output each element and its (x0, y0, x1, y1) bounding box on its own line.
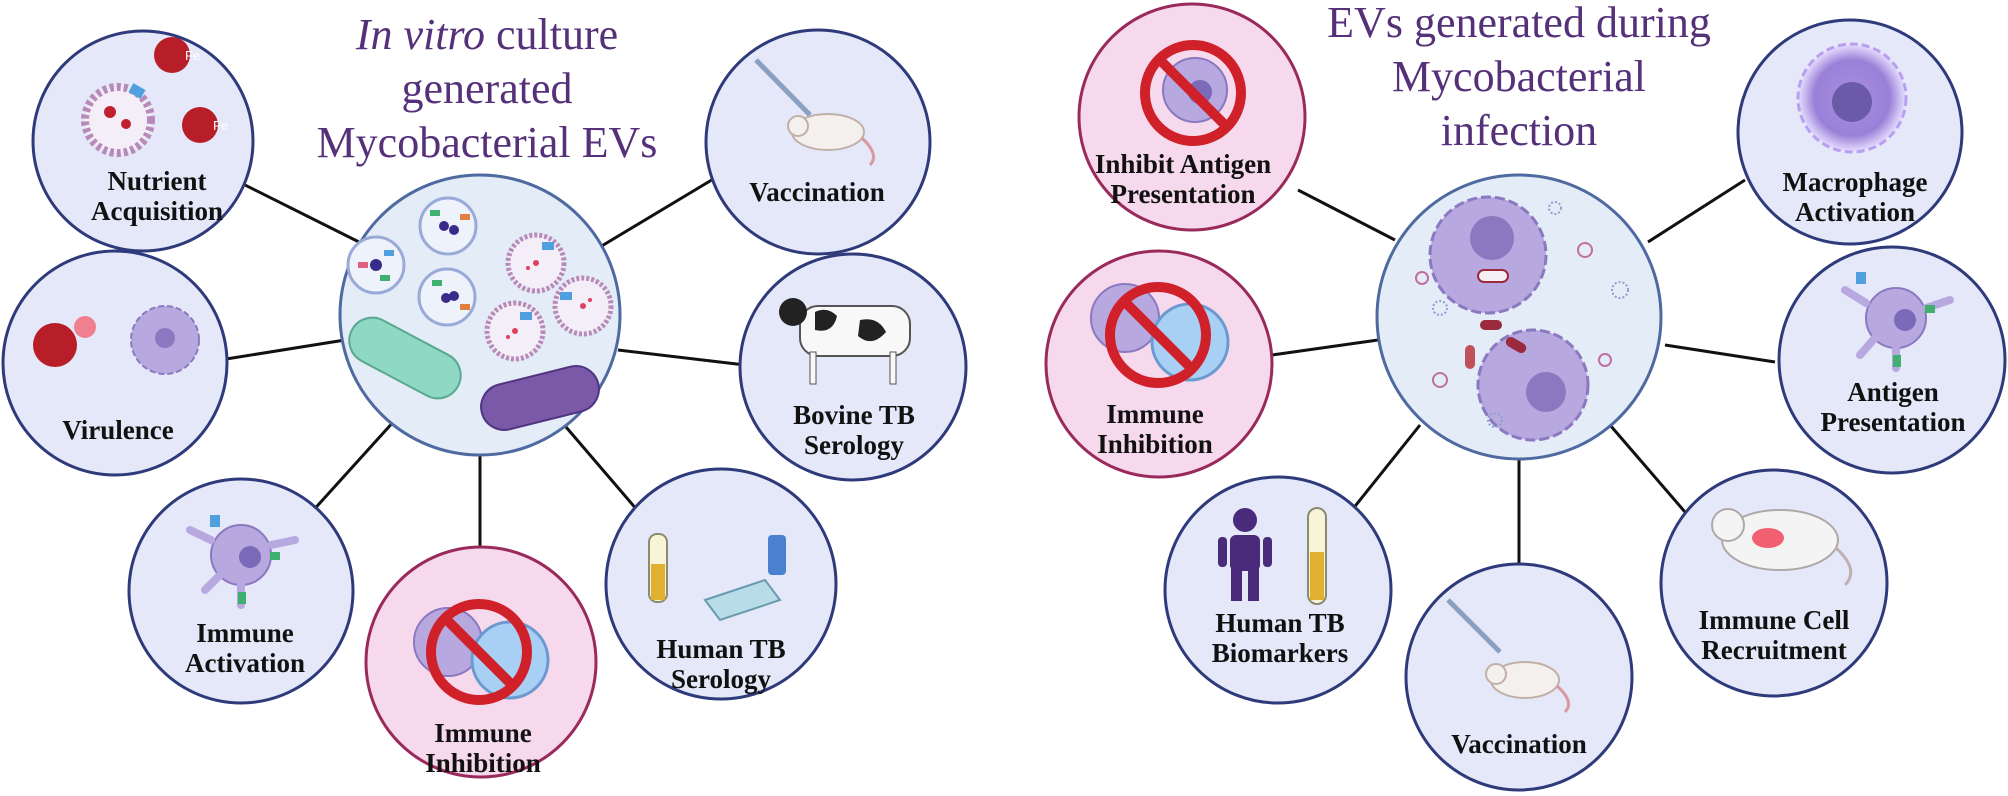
node-immune-activation (127, 477, 355, 705)
label-line: Acquisition (90, 196, 224, 226)
node-immune-inhibition-right (1044, 249, 1274, 479)
label-line: Immune (1106, 399, 1204, 429)
label-line: Immune (196, 618, 294, 648)
node-macrophage-activation (1736, 18, 1964, 246)
label-line: Immune (434, 718, 532, 748)
node-nutrient-acquisition: Fe Fe (31, 29, 255, 253)
iron-icon (182, 107, 218, 143)
label-virulence: Virulence (62, 415, 173, 445)
right-title-line-1: EVs generated during (1327, 0, 1711, 47)
ev-vesicle-icon (346, 235, 406, 295)
label-line: Serology (803, 430, 904, 460)
node-immune-cell-recruitment (1659, 468, 1889, 698)
ev-vesicle-icon (552, 275, 614, 337)
node-bovine-tb-serology (738, 252, 968, 482)
prohibit-icon (1140, 40, 1246, 146)
ev-vesicle-icon (505, 232, 567, 294)
ev-vesicle-icon (484, 300, 546, 362)
node-antigen-presentation (1777, 245, 2007, 475)
red-blood-cell-icon (33, 323, 77, 367)
label-line: Nutrient (107, 166, 207, 196)
left-title-line-1: In vitro culture (317, 8, 658, 62)
left-hub-ev-culture (338, 173, 622, 457)
right-connector-lines (1271, 178, 1776, 565)
label-line: Immune Cell (1698, 605, 1850, 635)
syringe-icon (1446, 598, 1502, 654)
label-nutrient-acquisition: Nutrient Acquisition (91, 166, 223, 226)
node-virulence (1, 249, 229, 477)
left-title-line-2: generated (401, 64, 573, 113)
node-vaccination-right (1404, 562, 1634, 792)
label-line: Inhibition (1097, 429, 1213, 459)
node-immune-inhibition-left (364, 545, 598, 779)
label-line: Human TB (1215, 608, 1345, 638)
label-line: Antigen (1847, 377, 1939, 407)
left-panel-title: In vitro culture generated Mycobacterial… (317, 8, 658, 170)
label-line: Vaccination (1451, 729, 1587, 759)
label-immune-inhibition-left: Immune Inhibition (425, 718, 541, 778)
person-icon (1218, 508, 1272, 601)
label-human-tb-biomarkers: Human TB Biomarkers (1212, 608, 1348, 668)
node-vaccination-left (704, 28, 932, 256)
node-human-tb-biomarkers (1163, 475, 1393, 705)
label-immune-inhibition-right: Immune Inhibition (1097, 399, 1213, 459)
label-line: Virulence (62, 415, 174, 445)
label-vaccination-left: Vaccination (749, 177, 885, 207)
label-line: Macrophage (1782, 167, 1928, 197)
label-line: Recruitment (1701, 635, 1847, 665)
label-line: Inhibition (425, 748, 541, 778)
ev-vesicle-icon (418, 196, 478, 256)
label-line: Activation (185, 648, 305, 678)
right-panel-title: EVs generated during Mycobacterial infec… (1327, 0, 1711, 158)
label-line: Bovine TB (793, 400, 915, 430)
iron-label: Fe (213, 118, 228, 133)
label-line: Inhibit Antigen (1094, 149, 1272, 179)
title-italic-in-vitro: In vitro (355, 10, 485, 59)
node-human-tb-serology (604, 467, 838, 701)
label-immune-cell-recruitment: Immune Cell Recruitment (1699, 605, 1850, 665)
label-inhibit-antigen-presentation: Inhibit Antigen Presentation (1095, 149, 1271, 209)
syringe-icon (754, 58, 812, 117)
label-bovine-tb-serology: Bovine TB Serology (793, 400, 915, 460)
pipette-icon (768, 535, 786, 575)
label-line: Human TB (656, 634, 786, 664)
label-line: Biomarkers (1211, 638, 1349, 668)
right-title-line-2: Mycobacterial (1391, 52, 1647, 101)
label-immune-activation: Immune Activation (185, 618, 305, 678)
label-human-tb-serology: Human TB Serology (656, 634, 785, 694)
ev-vesicle-icon (417, 267, 477, 327)
left-title-line-3: Mycobacterial EVs (316, 118, 658, 167)
label-line: Presentation (1110, 179, 1256, 209)
label-macrophage-activation: Macrophage Activation (1783, 167, 1928, 227)
elisa-plate-icon (703, 578, 782, 622)
prohibit-icon (426, 599, 532, 705)
node-inhibit-antigen-presentation (1077, 2, 1307, 232)
right-hub-infected-cells (1375, 173, 1663, 461)
title-culture: culture (484, 10, 619, 59)
label-line: Vaccination (749, 177, 885, 207)
right-title-line-3: infection (1440, 106, 1598, 155)
label-antigen-presentation: Antigen Presentation (1821, 377, 1966, 437)
iron-label: Fe (185, 48, 200, 63)
label-line: Presentation (1820, 407, 1966, 437)
iron-icon (154, 37, 190, 73)
label-line: Serology (671, 664, 771, 694)
prohibit-icon (1105, 282, 1211, 388)
label-line: Activation (1795, 197, 1915, 227)
label-vaccination-right: Vaccination (1451, 729, 1587, 759)
